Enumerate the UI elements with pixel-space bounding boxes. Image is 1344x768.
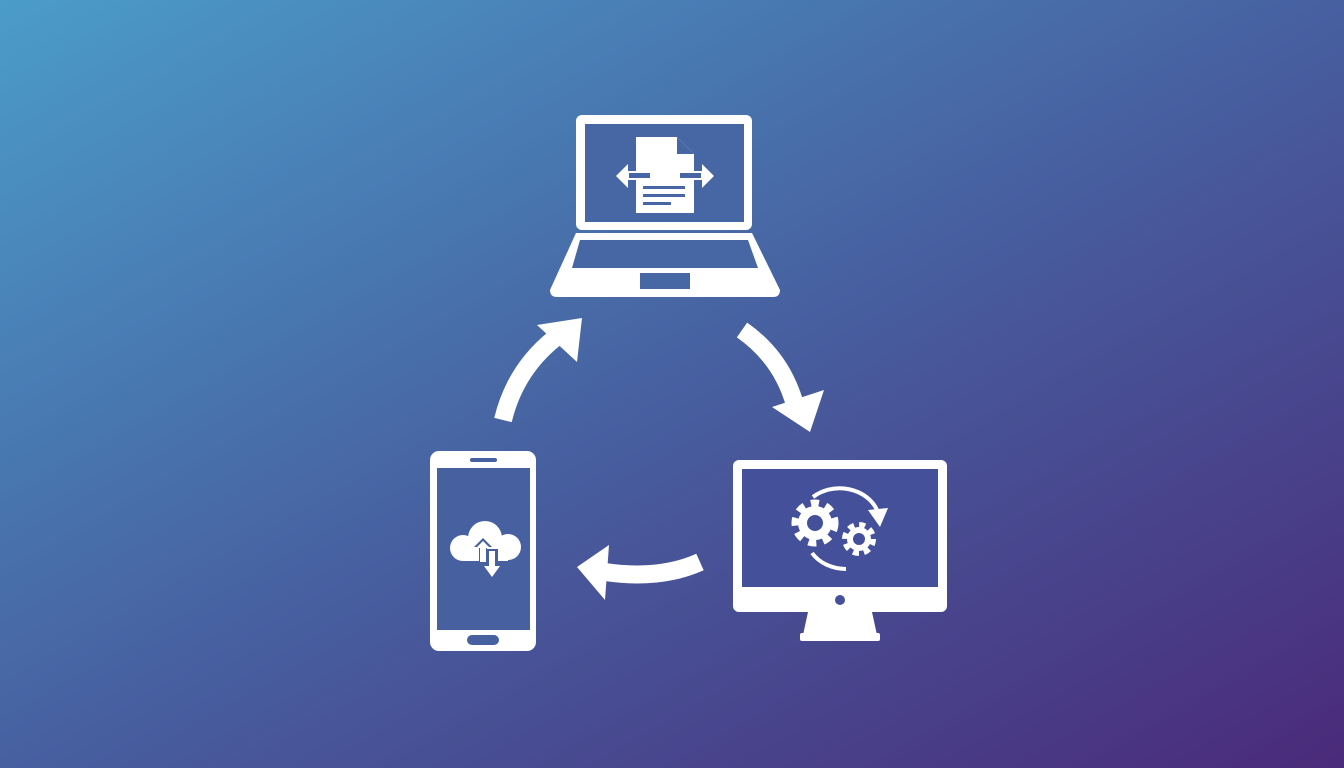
monitor-gears-sync-icon [733, 460, 947, 641]
smartphone-cloud-sync-icon [430, 451, 536, 651]
double-arrow-icon [616, 164, 714, 188]
arrow-phone-to-laptop [494, 318, 582, 423]
arrow-monitor-to-phone [577, 545, 704, 600]
gears-icon [791, 499, 876, 556]
sync-arrows-icon [810, 486, 879, 572]
arrow-laptop-to-monitor [736, 322, 824, 432]
cloud-upload-download-icon [450, 521, 521, 577]
laptop-file-transfer-icon [550, 115, 780, 297]
document-icon [636, 137, 694, 213]
